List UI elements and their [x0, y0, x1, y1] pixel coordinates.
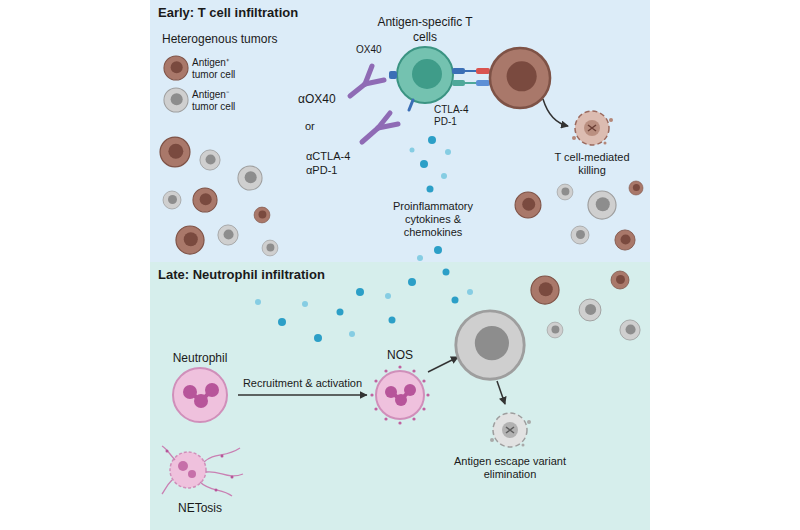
- band-heading: Late: Neutrophil infiltration: [158, 267, 642, 283]
- cell-label: Antigen escape variant elimination: [454, 455, 566, 481]
- eliminated-variant-cell: Antigen escape variant elimination: [454, 408, 566, 481]
- antibody: [350, 66, 384, 96]
- cell-label: Antigen-specific T cells: [370, 15, 480, 44]
- killed-tumor-cell: T cell-mediated killing: [540, 108, 644, 177]
- legend-label: Antigen⁺ tumor cell: [192, 57, 254, 81]
- t-cell-symbol: [397, 47, 453, 103]
- antigen-negative-cell: [164, 88, 188, 112]
- neutrophil-symbol: [173, 368, 227, 422]
- antibody-label: αPD-1: [306, 164, 337, 177]
- cell-label: NOS: [367, 348, 433, 362]
- netosis-neutrophil: NETosis: [158, 443, 242, 515]
- arrow-connector: [238, 394, 367, 396]
- neutrophil: Neutrophil: [162, 351, 238, 422]
- attack-arrow: [428, 357, 458, 372]
- antigen-positive-cell: [164, 56, 188, 80]
- antibody-label: αCTLA-4: [306, 150, 350, 163]
- tumor-cluster: [515, 181, 643, 250]
- killing-arrow: [543, 99, 568, 126]
- edge-label: Recruitment & activation: [243, 377, 362, 390]
- checkpoint-receptor: [409, 100, 413, 110]
- ox40-receptor: [389, 71, 397, 79]
- receptor-label: OX40: [356, 44, 382, 56]
- eliminated-cell-symbol: [490, 413, 531, 447]
- late-band-fill: [150, 262, 650, 530]
- cell-label: NETosis: [158, 501, 242, 515]
- conjunction-label: or: [305, 120, 315, 133]
- antigen-negative-variant: [456, 311, 524, 379]
- receptor-label: CTLA-4: [434, 104, 468, 116]
- t-cell: Antigen-specific T cells: [370, 15, 480, 103]
- killed-tumor-cell-symbol: [572, 111, 613, 145]
- section-subtitle: Heterogenous tumors: [162, 32, 277, 46]
- antibody: [362, 113, 398, 142]
- cytokine-label: Proinflammatory cytokines & chemokines: [378, 200, 488, 240]
- cell-label: Neutrophil: [162, 351, 238, 365]
- antibody-label: αOX40: [298, 92, 336, 106]
- activated-neutrophil: NOS: [367, 348, 433, 425]
- tcr-mhc-complex: [452, 68, 490, 86]
- phase-band: Late: Neutrophil infiltrationNeutrophilN…: [150, 262, 650, 530]
- netosis-symbol: [162, 446, 243, 496]
- elimination-arrow: [497, 381, 505, 404]
- activated-neutrophil-symbol: [370, 365, 429, 424]
- early-band-fill: [150, 0, 650, 262]
- target-tumor-cell: [490, 48, 550, 108]
- cell-label: T cell-mediated killing: [540, 151, 644, 177]
- cytokine-dots: [255, 136, 473, 342]
- legend-label: Antigen⁻ tumor cell: [192, 89, 254, 113]
- receptor-label: PD-1: [434, 116, 457, 128]
- tumor-cluster: [160, 137, 278, 256]
- tumor-cluster: [531, 271, 640, 340]
